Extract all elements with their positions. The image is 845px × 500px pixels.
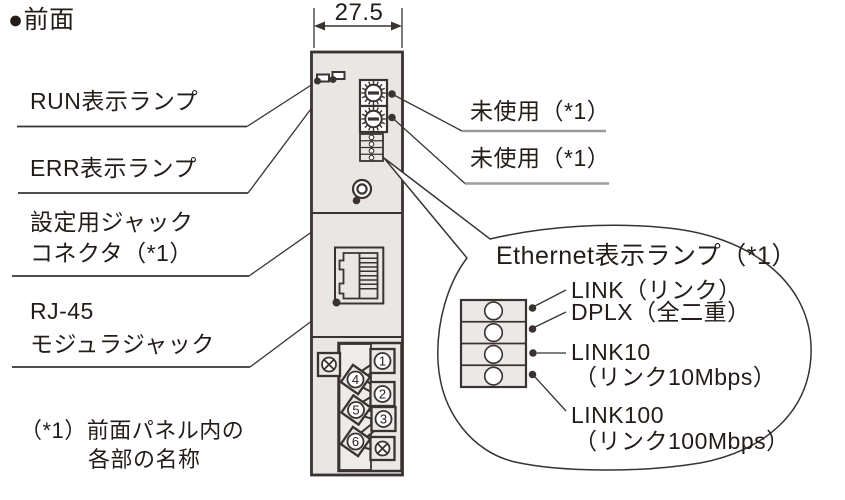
ethernet-balloon: Ethernet表示ランプ（*1） LINK（リンク） DPLX（全二重） LI… <box>383 157 812 471</box>
front-view-title: ●前面 <box>8 6 75 34</box>
link10-label: LINK10 <box>571 339 651 365</box>
terminal-number-5: 5 <box>352 403 359 418</box>
balloon-title: Ethernet表示ランプ（*1） <box>496 242 797 270</box>
link-label: LINK（リンク） <box>571 277 742 303</box>
rotary-lower-ticks <box>361 106 386 132</box>
left-callouts: RUN表示ランプ ERR表示ランプ 設定用ジャック コネクタ（*1） RJ-45… <box>12 79 357 368</box>
dimension-arrow-left-icon <box>314 21 325 31</box>
screw-terminal-bottom-icon <box>374 440 391 457</box>
rotary-upper-ticks <box>361 80 386 106</box>
setting-jack-connector-icon <box>351 178 373 205</box>
link100-sub-label: （リンク100Mbps） <box>574 428 790 454</box>
link10-dot <box>529 349 537 357</box>
dimension-value: 27.5 <box>335 0 384 26</box>
right-callouts: 未使用（*1） 未使用（*1） <box>391 93 610 185</box>
dimension-arrow-right-icon <box>391 21 402 31</box>
terminal-block: 1 4 2 5 3 6 <box>316 341 403 473</box>
setting-jack-leader-dot <box>352 196 361 205</box>
link10-sub-label: （リンク10Mbps） <box>574 364 776 390</box>
err-lamp-label: ERR表示ランプ <box>30 155 197 181</box>
balloon-outline <box>383 157 812 471</box>
rj45-jack-icon <box>332 246 385 307</box>
link100-dot <box>528 370 537 379</box>
rotary-switch-lower-icon <box>358 104 389 134</box>
module-front-view: 1 4 2 5 3 6 <box>310 50 404 477</box>
run-leader-dot <box>314 77 321 85</box>
err-led-icon <box>331 71 346 80</box>
unused1-label: 未使用（*1） <box>470 98 610 124</box>
unused1-leader-line <box>391 93 463 132</box>
link-leader-line <box>534 289 567 307</box>
rj45-opening <box>338 252 379 300</box>
rj45-label-line1: RJ-45 <box>30 298 94 324</box>
link-dot <box>528 304 537 312</box>
rotary-switch-upper-icon <box>358 78 389 108</box>
err-leader-dot <box>329 76 337 83</box>
terminal-number-6: 6 <box>352 434 359 449</box>
setting-jack-label-line1: 設定用ジャック <box>30 209 193 235</box>
run-leader-line <box>246 80 318 128</box>
terminal-number-3: 3 <box>380 412 387 427</box>
terminal-number-4: 4 <box>352 372 359 387</box>
rj45-pins <box>359 257 378 290</box>
rj45-leader-dot <box>332 298 341 307</box>
unused2-leader-line <box>391 117 466 184</box>
dplx-label: DPLX（全二重） <box>571 299 751 325</box>
link100-label: LINK100 <box>571 402 664 428</box>
footnote: （*1）前面パネル内の 各部の名称 <box>20 418 244 472</box>
dplx-dot <box>528 325 537 333</box>
balloon-led-block-icon <box>459 298 528 389</box>
terminal-number-2: 2 <box>379 387 386 402</box>
dplx-leader-line <box>534 311 567 328</box>
screw-terminal-left-icon <box>321 356 337 373</box>
link100-leader-line <box>534 376 567 412</box>
setting-jack-label-line2: コネクタ（*1） <box>30 240 193 266</box>
rj45-label-line2: モジュラジャック <box>30 331 215 357</box>
footnote-line2: 各部の名称 <box>88 447 201 472</box>
run-lamp-label: RUN表示ランプ <box>30 88 198 114</box>
terminal-number-1: 1 <box>379 354 386 369</box>
unused2-label: 未使用（*1） <box>470 145 610 171</box>
ethernet-led-block-icon <box>359 133 384 162</box>
width-dimension: 27.5 <box>313 0 403 48</box>
footnote-line1: （*1）前面パネル内の <box>20 418 244 443</box>
